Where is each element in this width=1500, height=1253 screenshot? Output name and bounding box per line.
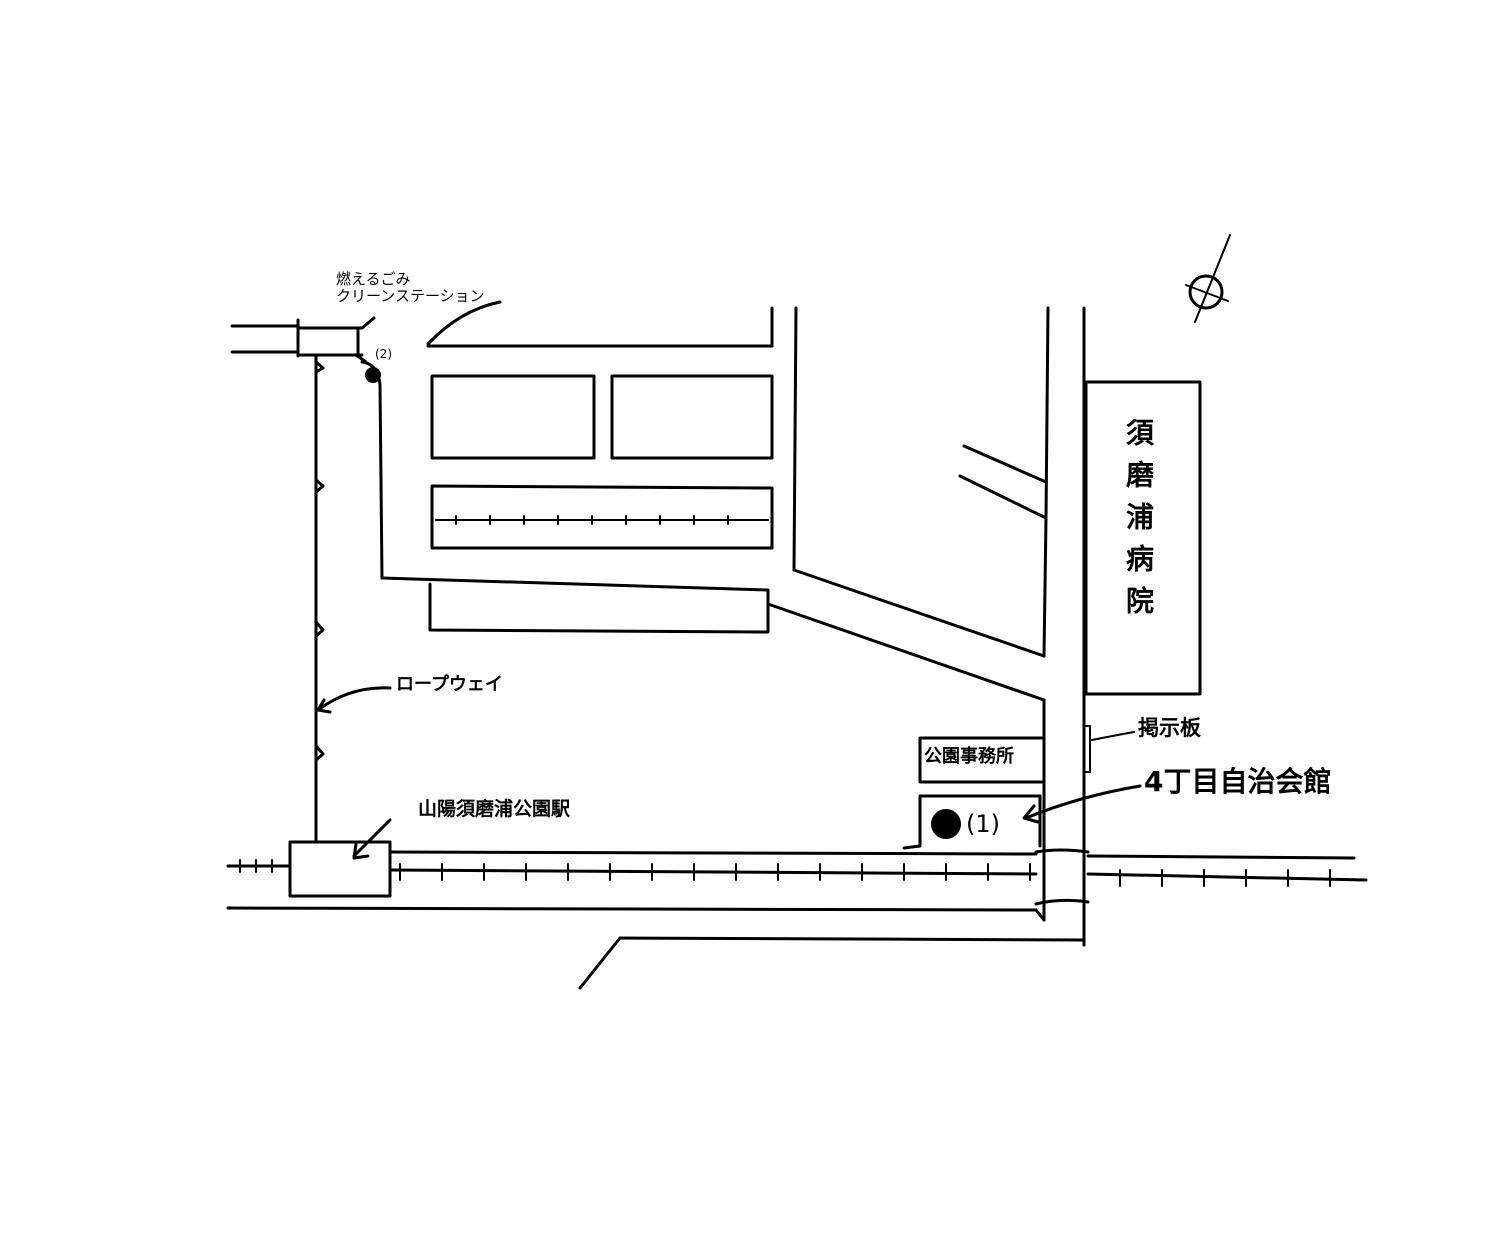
- bulletin-board-label: 掲示板: [1138, 716, 1201, 740]
- building-blocks: [426, 306, 774, 634]
- burnable-garbage-label: 燃えるごみ: [336, 270, 411, 288]
- community-hall-building: [902, 784, 1142, 850]
- ropeway-arrow: [316, 686, 392, 714]
- station-label: 山陽須磨浦公園駅: [418, 798, 571, 820]
- railway-line: [226, 850, 1368, 990]
- residential-lane: [360, 360, 770, 592]
- ropeway-label: ロープウェイ: [396, 674, 503, 695]
- community-hall-label: 4丁目自治会館: [1144, 765, 1332, 798]
- central-road: [766, 306, 1050, 702]
- marker-1-label: (1): [966, 810, 1000, 838]
- building-ticks: [455, 515, 729, 525]
- park-office-label: 公園事務所: [924, 746, 1014, 767]
- hospital-label: 須磨浦病院: [1122, 418, 1155, 628]
- station-building: [288, 840, 392, 898]
- hospital-building: [1084, 380, 1202, 696]
- clean-station-label: クリーンステーション: [336, 287, 485, 305]
- compass-north-icon: [1185, 234, 1231, 323]
- leader-arrow-icon: [352, 818, 392, 860]
- ropeway-line: [314, 354, 325, 844]
- location-dot-icon: [365, 367, 381, 383]
- railway-ticks: [239, 859, 1331, 887]
- clean-station-curve: [426, 300, 502, 346]
- marker-2-label: (2): [375, 347, 392, 361]
- park-office-building: [918, 736, 1046, 784]
- upper-left-road: [230, 316, 376, 364]
- bulletin-board: [1083, 725, 1135, 773]
- location-dot-icon: [931, 809, 961, 839]
